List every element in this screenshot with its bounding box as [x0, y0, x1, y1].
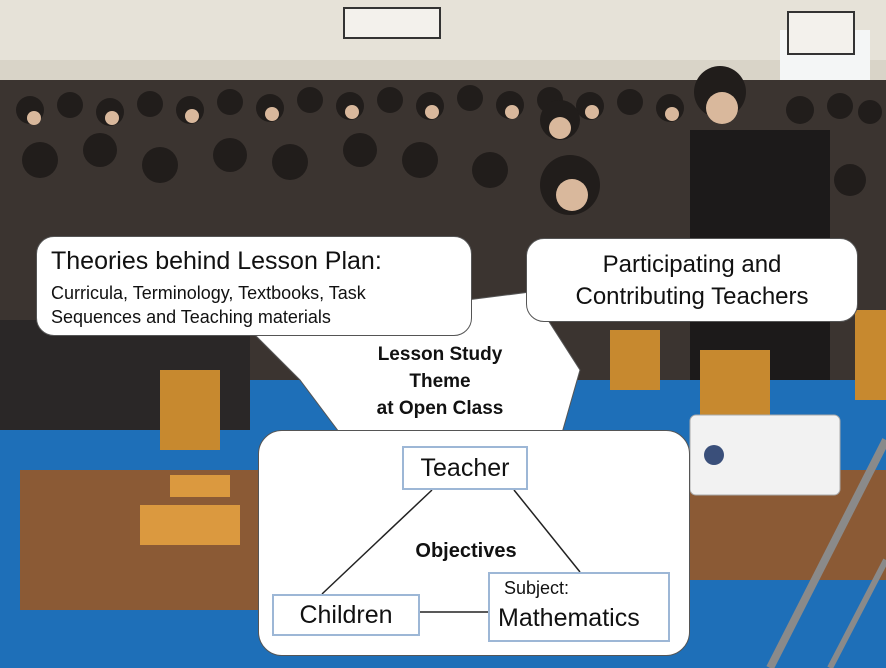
- theme-line-1: Lesson Study: [377, 344, 503, 365]
- theories-line-1: Curricula, Terminology, Textbooks, Task: [51, 283, 366, 303]
- theories-line-2: Sequences and Teaching materials: [51, 307, 331, 327]
- theories-box: Theories behind Lesson Plan: Curricula, …: [36, 236, 472, 336]
- teacher-node: Teacher: [402, 446, 528, 490]
- teachers-line-2: Contributing Teachers: [575, 283, 809, 310]
- children-node: Children: [272, 594, 420, 636]
- teachers-line-1: Participating and: [602, 251, 782, 278]
- theories-heading: Theories behind Lesson Plan:: [51, 247, 382, 275]
- subject-node: Subject: Mathematics: [488, 572, 670, 642]
- objectives-label: Objectives: [415, 540, 517, 562]
- theme-line-3: at Open Class: [376, 398, 504, 419]
- teacher-label: Teacher: [420, 454, 510, 482]
- theme-line-2: Theme: [409, 371, 471, 392]
- children-label: Children: [299, 601, 393, 629]
- teachers-box: Participating and Contributing Teachers: [526, 238, 858, 322]
- subject-value: Mathematics: [498, 604, 640, 632]
- subject-label: Subject:: [504, 578, 570, 598]
